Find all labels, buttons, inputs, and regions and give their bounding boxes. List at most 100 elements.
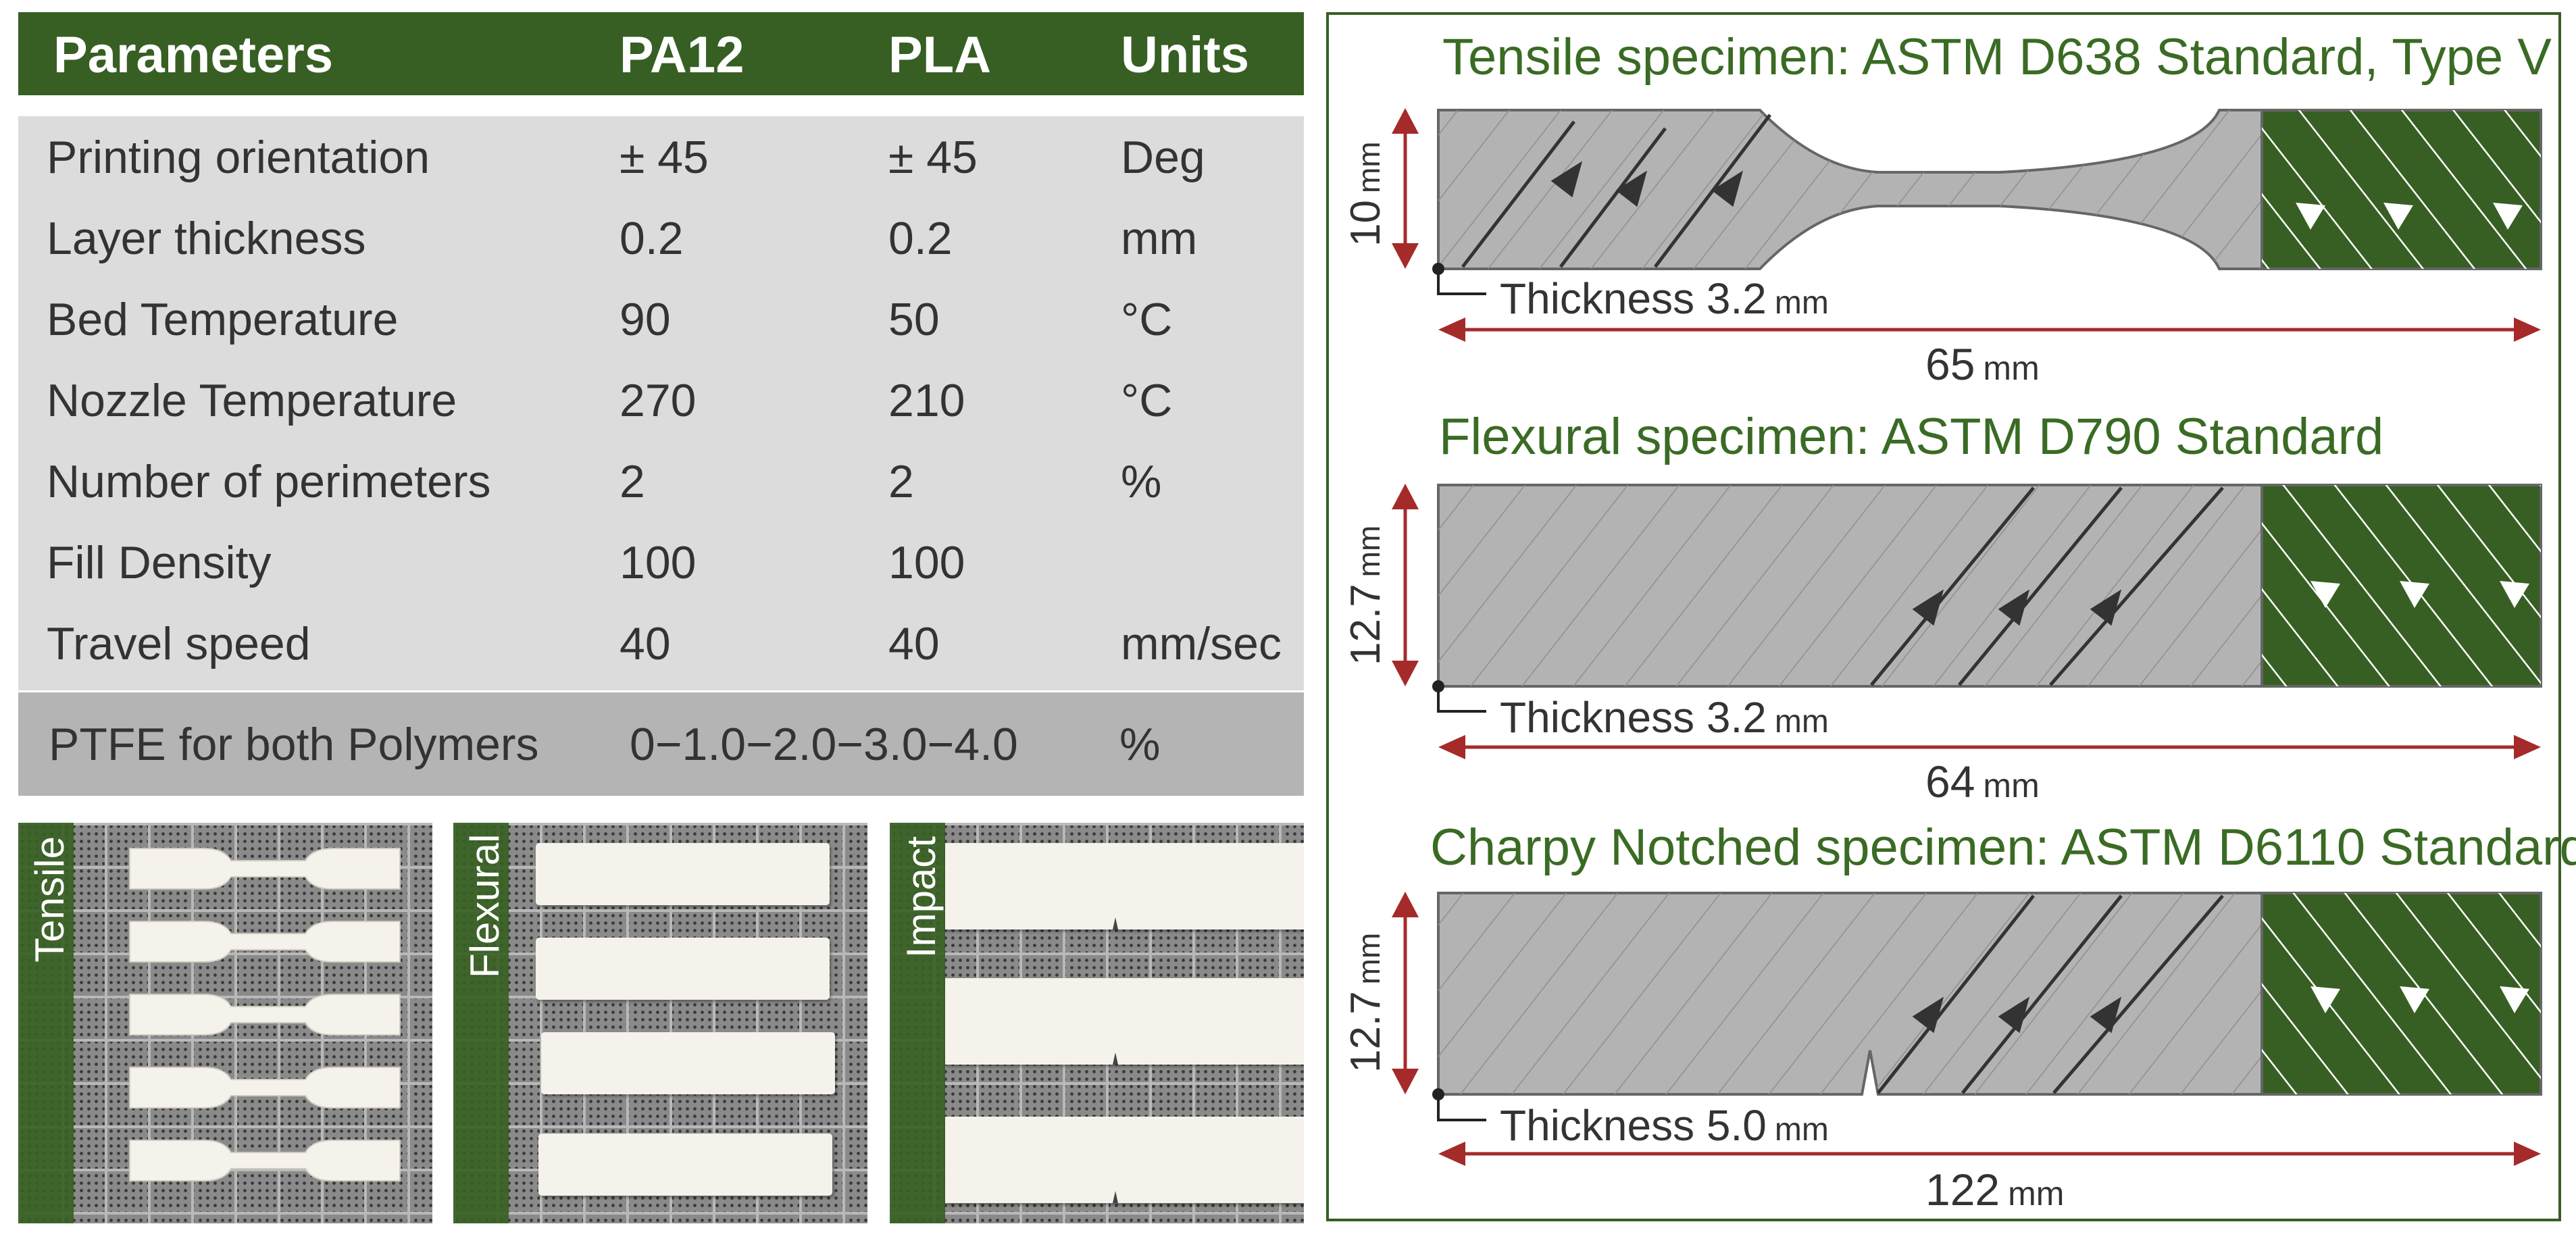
param-unit: mm/sec — [1121, 618, 1282, 669]
header-units: Units — [1121, 26, 1249, 84]
param-unit: Deg — [1121, 132, 1205, 183]
param-pla: 100 — [888, 537, 965, 588]
flexural-sample — [536, 938, 830, 1000]
param-name: Fill Density — [47, 537, 272, 588]
param-pa12: 2 — [620, 456, 645, 507]
dimension-arrowhead — [1392, 243, 1419, 269]
impact-notches — [1113, 917, 1118, 1203]
param-pa12: 0.2 — [620, 213, 684, 264]
white-direction-arrows — [2310, 581, 2529, 608]
tensile-drawing: Tensile specimen: ASTM D638 Standard, Ty… — [1342, 28, 2552, 389]
ptfe-row: PTFE for both Polymers 0−1.0−2.0−3.0−4.0… — [18, 692, 1304, 796]
table-header: Parameters PA12 PLA Units — [18, 12, 1304, 95]
height-label: 12.7mm — [1342, 933, 1389, 1073]
param-pla: 40 — [888, 618, 940, 669]
table-row: Number of perimeters 2 2 % — [18, 440, 1304, 521]
dimension-arrowhead — [1392, 108, 1419, 134]
param-unit: °C — [1121, 294, 1173, 345]
param-pla: ± 45 — [888, 132, 978, 183]
impact-sample — [945, 843, 1304, 930]
dimension-arrowhead — [1392, 1069, 1419, 1094]
param-pla: 210 — [888, 375, 965, 426]
param-pla: 2 — [888, 456, 914, 507]
param-pa12: 270 — [620, 375, 697, 426]
table-row: Printing orientation ± 45 ± 45 Deg — [18, 116, 1304, 197]
dimension-arrowhead — [1438, 735, 1465, 759]
param-unit: °C — [1121, 375, 1173, 426]
dimension-arrowhead — [1438, 1142, 1465, 1166]
thickness-leader — [1437, 269, 1486, 295]
dimension-arrowhead — [2514, 317, 2541, 342]
parameters-table: Printing orientation ± 45 ± 45 Deg Layer… — [18, 116, 1304, 690]
tensile-photo: Tensile — [18, 823, 432, 1223]
specimen-title: Flexural specimen: ASTM D790 Standard — [1439, 408, 2383, 465]
dimension-arrowhead — [2514, 735, 2541, 759]
height-label: 10mm — [1342, 141, 1389, 247]
direction-arrow — [1615, 170, 1648, 207]
dimension-arrowhead — [1392, 484, 1419, 509]
flexural-sample — [536, 843, 830, 905]
white-direction-arrows — [2310, 986, 2529, 1013]
table-row: Nozzle Temperature 270 210 °C — [18, 359, 1304, 440]
param-pla: 0.2 — [888, 213, 953, 264]
param-unit: % — [1121, 456, 1162, 507]
thickness-leader — [1437, 1094, 1486, 1121]
specimen-title: Charpy Notched specimen: ASTM D6110 Stan… — [1430, 819, 2576, 876]
tensile-sample — [129, 848, 401, 890]
flexural-sample — [541, 1032, 835, 1094]
param-name: Travel speed — [47, 618, 311, 669]
flexural-sample — [538, 1134, 832, 1196]
photo-label-strip — [890, 823, 945, 1223]
raster-direction-arrows — [1461, 113, 1771, 268]
param-name: Printing orientation — [47, 132, 430, 183]
direction-arrow — [1998, 996, 2030, 1034]
header-parameters: Parameters — [53, 26, 334, 84]
hatch-pattern — [1438, 485, 2262, 686]
param-unit: mm — [1121, 213, 1198, 264]
table-row: Fill Density 100 100 — [18, 521, 1304, 603]
header-pla: PLA — [888, 26, 991, 84]
notch-mark — [1113, 917, 1118, 930]
specimen-title: Tensile specimen: ASTM D638 Standard, Ty… — [1442, 28, 2552, 86]
impact-sample — [945, 1117, 1304, 1203]
param-name: Bed Temperature — [47, 294, 399, 345]
direction-arrow — [2090, 589, 2122, 626]
dimension-arrowhead — [1392, 661, 1419, 686]
header-pa12: PA12 — [620, 26, 744, 84]
dimension-arrowhead — [1392, 892, 1419, 917]
ptfe-label: PTFE for both Polymers — [49, 719, 539, 770]
notch-mark — [1113, 1052, 1118, 1065]
direction-arrow — [1711, 170, 1744, 207]
param-name: Number of perimeters — [47, 456, 491, 507]
table-row: Layer thickness 0.2 0.2 mm — [18, 197, 1304, 278]
white-direction-arrows — [2296, 203, 2523, 230]
ptfe-values: 0−1.0−2.0−3.0−4.0 — [630, 719, 1018, 770]
dimension-arrowhead — [1438, 317, 1465, 342]
notch-mark — [1113, 1191, 1118, 1203]
tensile-samples — [129, 848, 401, 1181]
param-pla: 50 — [888, 294, 940, 345]
flexural-drawing: Flexural specimen: ASTM D790 Standard 12… — [1342, 408, 2542, 807]
param-pa12: ± 45 — [620, 132, 709, 183]
dimension-arrowhead — [2514, 1142, 2541, 1166]
green-hatch — [2262, 893, 2541, 1094]
height-label: 12.7mm — [1342, 526, 1389, 665]
param-pa12: 90 — [620, 294, 671, 345]
ptfe-unit: % — [1119, 719, 1161, 770]
direction-arrow — [1998, 589, 2030, 626]
raster-direction-arrows — [1870, 486, 2224, 686]
green-hatch — [2262, 485, 2541, 686]
direction-arrow — [1912, 589, 1944, 626]
tensile-sample — [129, 994, 401, 1036]
tensile-sample — [129, 921, 401, 963]
table-row: Bed Temperature 90 50 °C — [18, 278, 1304, 359]
thickness-leader — [1437, 686, 1486, 713]
raster-direction-arrows — [1877, 894, 2224, 1094]
hatch-pattern — [1438, 110, 2262, 269]
